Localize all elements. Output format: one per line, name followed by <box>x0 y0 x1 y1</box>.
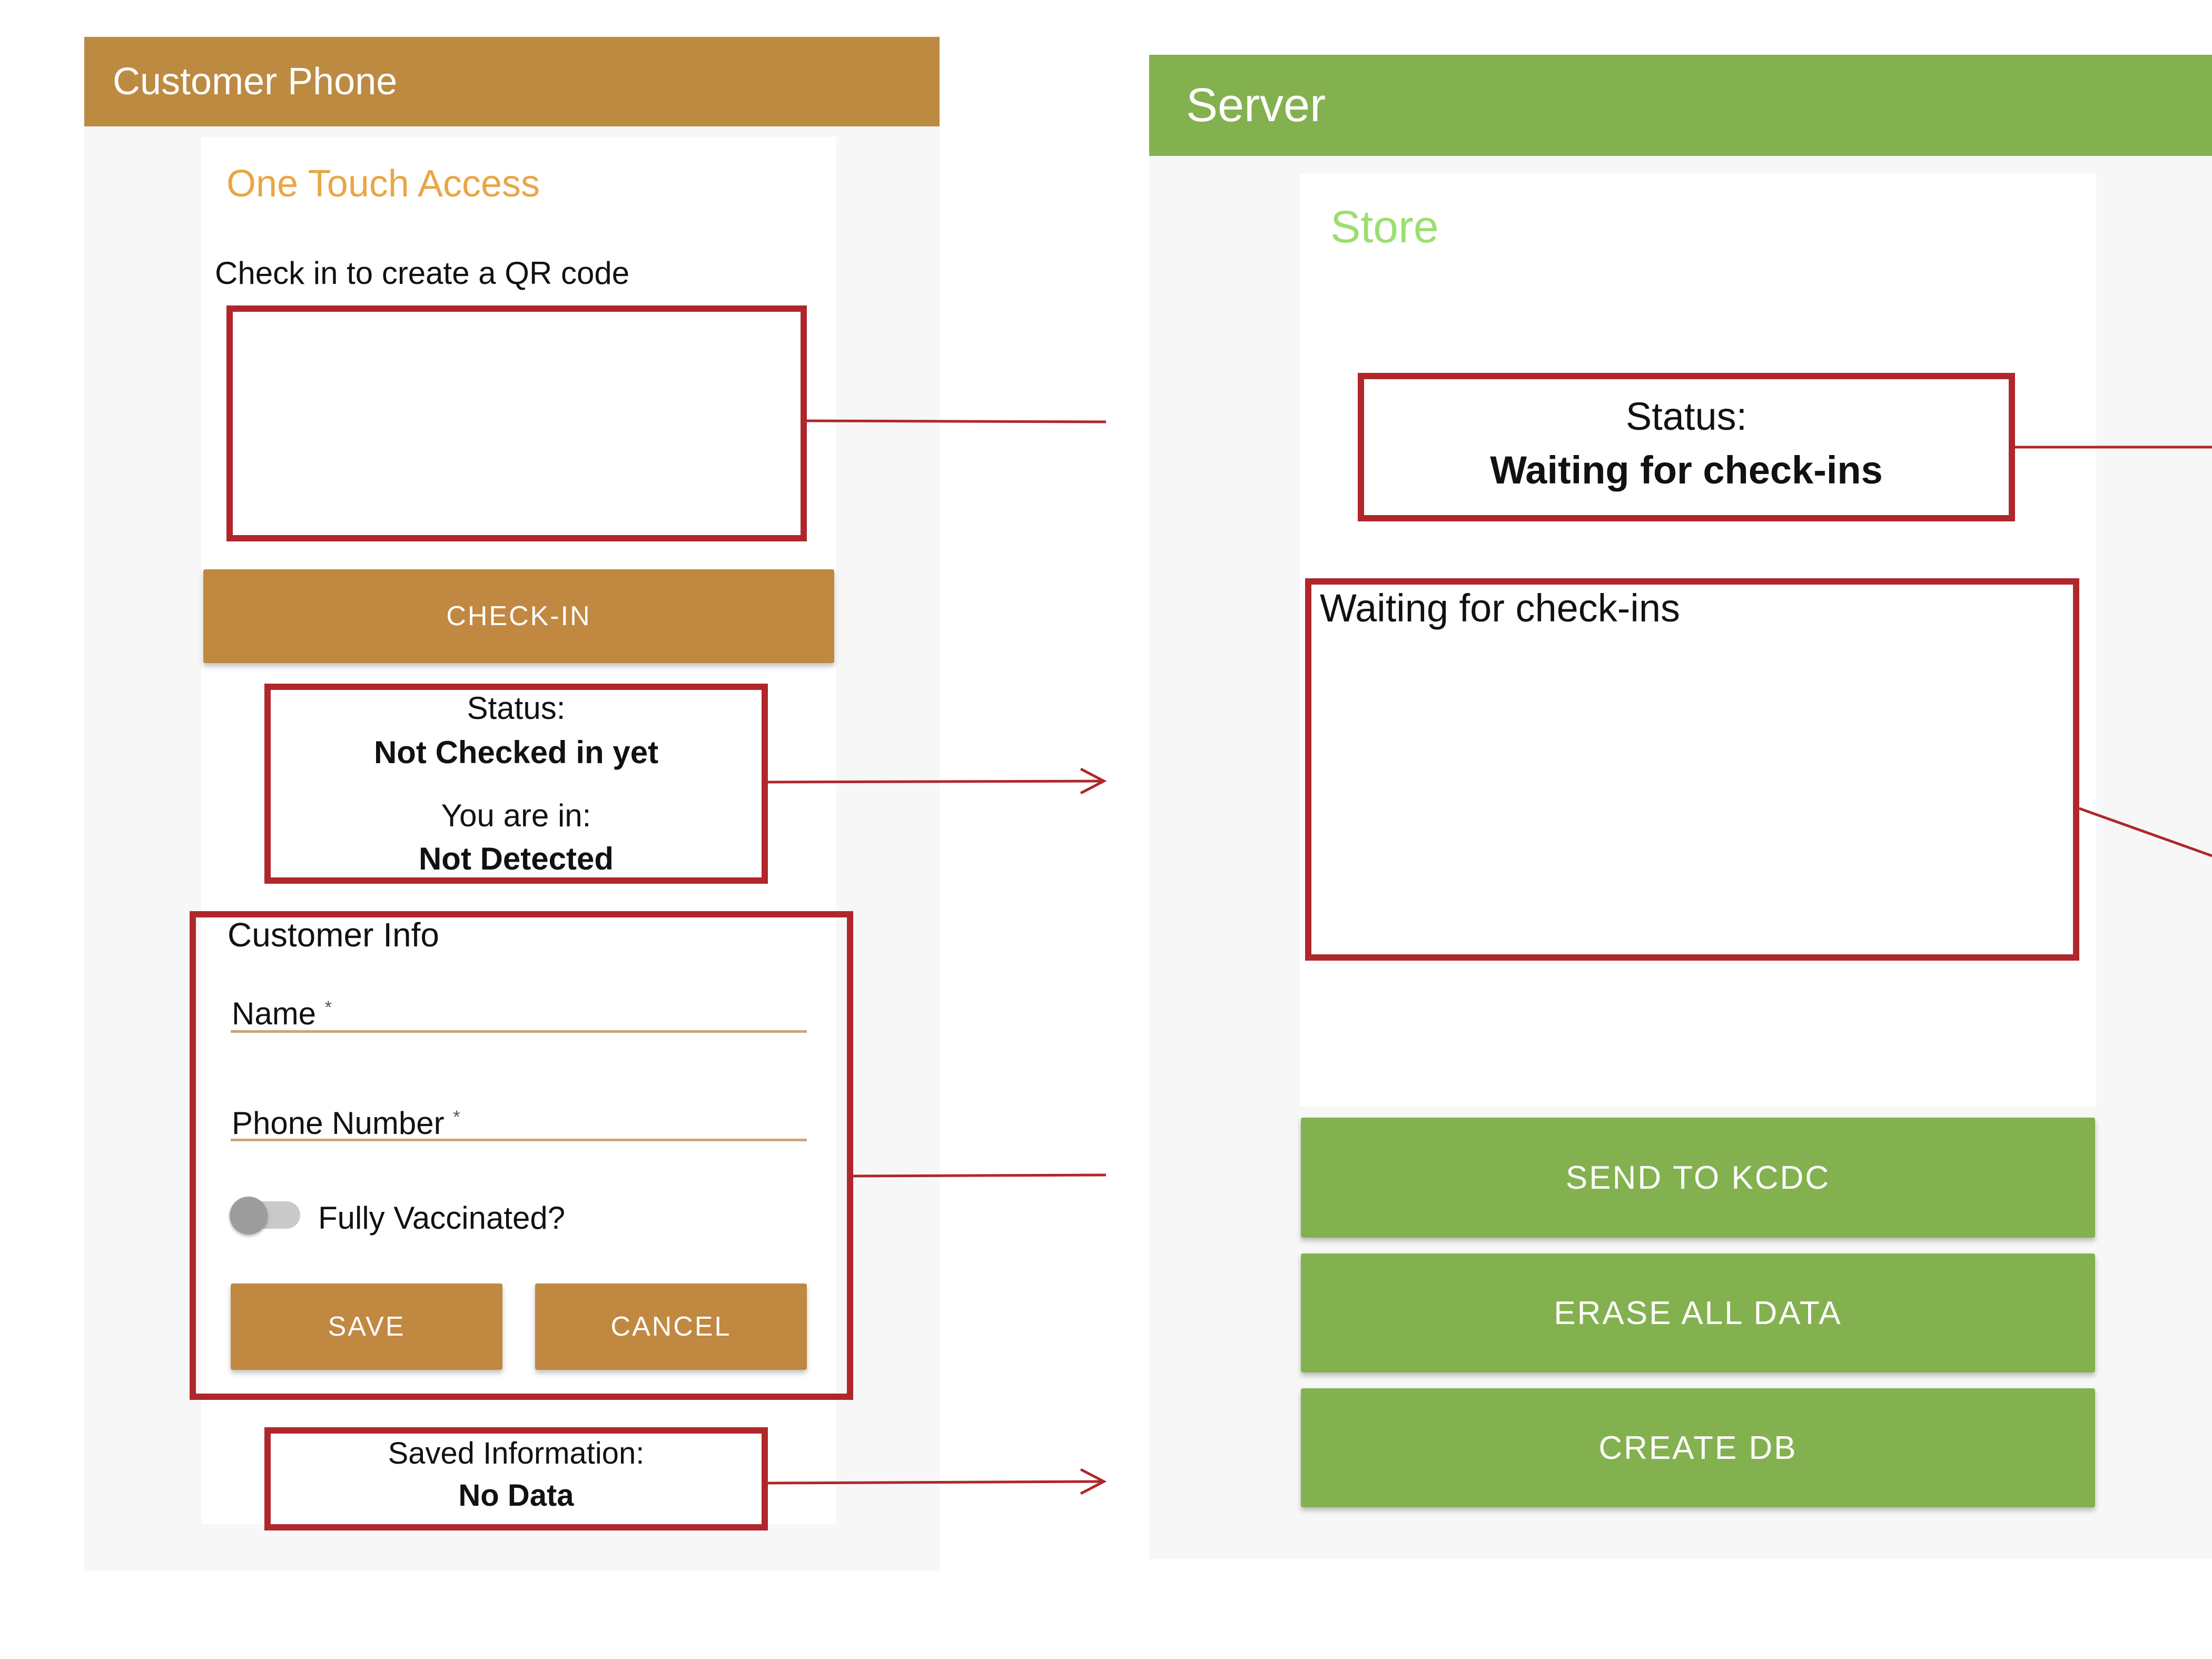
phone-label-text: Phone Number <box>232 1105 445 1141</box>
server-status-label: Status: <box>1625 394 1747 438</box>
customer-info-title: Customer Info <box>228 916 439 954</box>
location-value: Not Detected <box>418 841 614 876</box>
location-label: You are in: <box>441 798 591 833</box>
qr-code-area <box>226 305 807 541</box>
server-status-box: Status: Waiting for check-ins <box>1358 373 2015 521</box>
saved-info-label: Saved Information: <box>388 1436 645 1470</box>
store-title: Store <box>1330 202 1439 252</box>
server-status-value: Waiting for check-ins <box>1490 448 1883 492</box>
qr-prompt-text: Check in to create a QR code <box>215 255 630 291</box>
server-card <box>1300 174 2096 1106</box>
required-mark: * <box>324 998 332 1018</box>
create-db-button[interactable]: CREATE DB <box>1301 1388 2095 1507</box>
check-in-log-box: Waiting for check-ins <box>1305 578 2079 961</box>
check-in-button[interactable]: CHECK-IN <box>203 569 834 663</box>
check-in-log-text: Waiting for check-ins <box>1320 586 1681 630</box>
card-title-one-touch-access: One Touch Access <box>226 163 540 205</box>
saved-information-box: Saved Information: No Data <box>264 1427 768 1530</box>
vaccinated-label: Fully Vaccinated? <box>318 1200 566 1236</box>
phone-number-input[interactable] <box>231 1139 807 1141</box>
server-app-bar: Server <box>1149 55 2212 156</box>
required-mark: * <box>453 1107 460 1127</box>
phone-field-label: Phone Number * <box>232 1105 460 1141</box>
status-label: Status: <box>467 690 566 726</box>
vaccinated-toggle-thumb[interactable] <box>230 1197 268 1235</box>
saved-info-connector-arrowhead <box>1080 1468 1107 1495</box>
saved-info-value: No Data <box>458 1478 574 1513</box>
send-to-kcdc-button[interactable]: SEND TO KCDC <box>1301 1118 2095 1238</box>
cancel-button[interactable]: CANCEL <box>535 1283 807 1370</box>
customer-info-box <box>190 911 853 1400</box>
name-label-text: Name <box>232 996 317 1031</box>
name-input[interactable] <box>231 1030 807 1033</box>
customer-status-box: Status: Not Checked in yet You are in: N… <box>264 684 768 884</box>
erase-all-data-button[interactable]: ERASE ALL DATA <box>1301 1253 2095 1372</box>
customer-phone-app-bar: Customer Phone <box>84 37 940 126</box>
name-field-label: Name * <box>232 995 332 1032</box>
status-value: Not Checked in yet <box>373 735 659 770</box>
save-button[interactable]: SAVE <box>231 1283 502 1370</box>
status-connector-arrowhead <box>1080 767 1107 795</box>
